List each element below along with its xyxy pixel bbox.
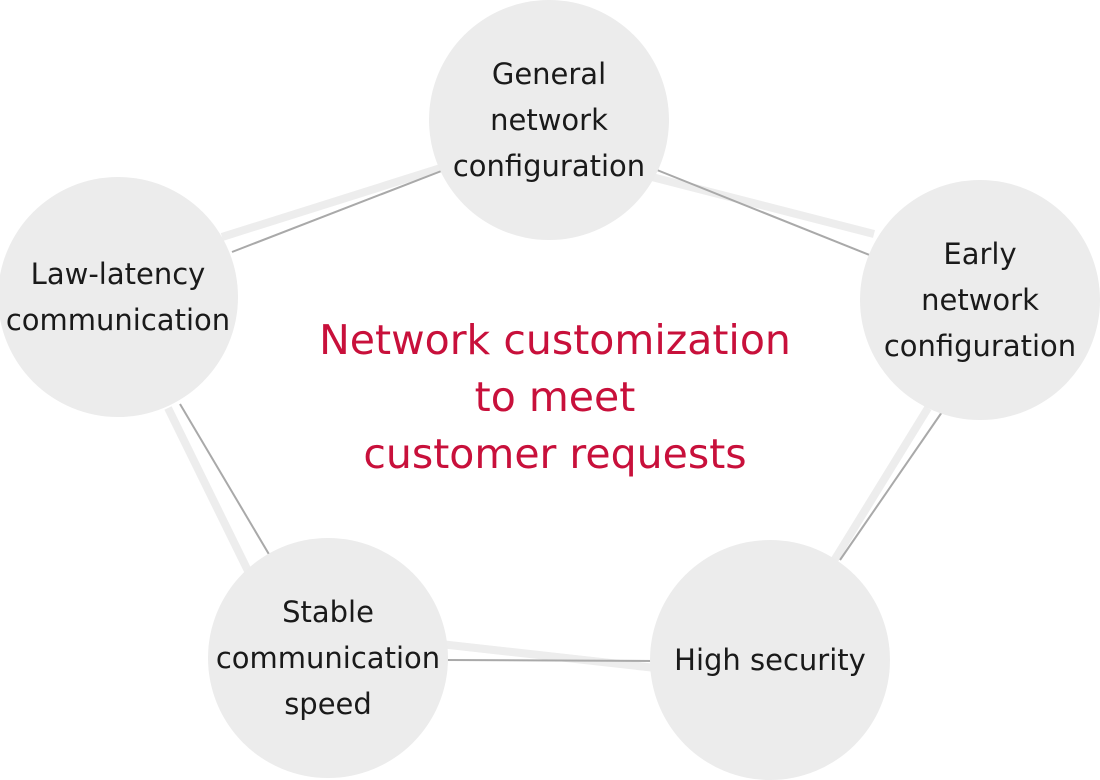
node-circle-law-latency-communication: [0, 177, 238, 417]
node-label-law-latency-communication: Law-latency communication: [5, 257, 231, 337]
edge-security-to-stable-line: [443, 659, 657, 662]
edge-general-to-early-line: [651, 167, 873, 257]
edge-stable-to-latency-thick: [164, 406, 254, 577]
edges-layer: [164, 163, 943, 672]
node-circle-early-network-configuration: [860, 180, 1100, 420]
node-label-general-network-configuration: General network configuration: [452, 57, 646, 183]
node-circle-high-security: [650, 540, 890, 780]
edge-early-to-security-line: [839, 411, 943, 561]
center-title: Network customization to meet customer r…: [319, 316, 791, 478]
node-circle-stable-communication-speed: [208, 538, 448, 778]
edge-stable-to-latency-line: [179, 403, 271, 557]
edge-security-to-stable-thick: [439, 640, 657, 672]
node-label-high-security: High security: [674, 643, 866, 677]
node-label-early-network-configuration: Early network configuration: [883, 237, 1077, 363]
edge-latency-to-general-line: [231, 169, 445, 253]
edge-general-to-early-thick: [647, 172, 875, 238]
edge-latency-to-general-thick: [220, 163, 446, 241]
edge-early-to-security-thick: [828, 405, 932, 567]
node-circle-general-network-configuration: [429, 0, 669, 240]
node-label-stable-communication-speed: Stable communication speed: [215, 595, 441, 721]
